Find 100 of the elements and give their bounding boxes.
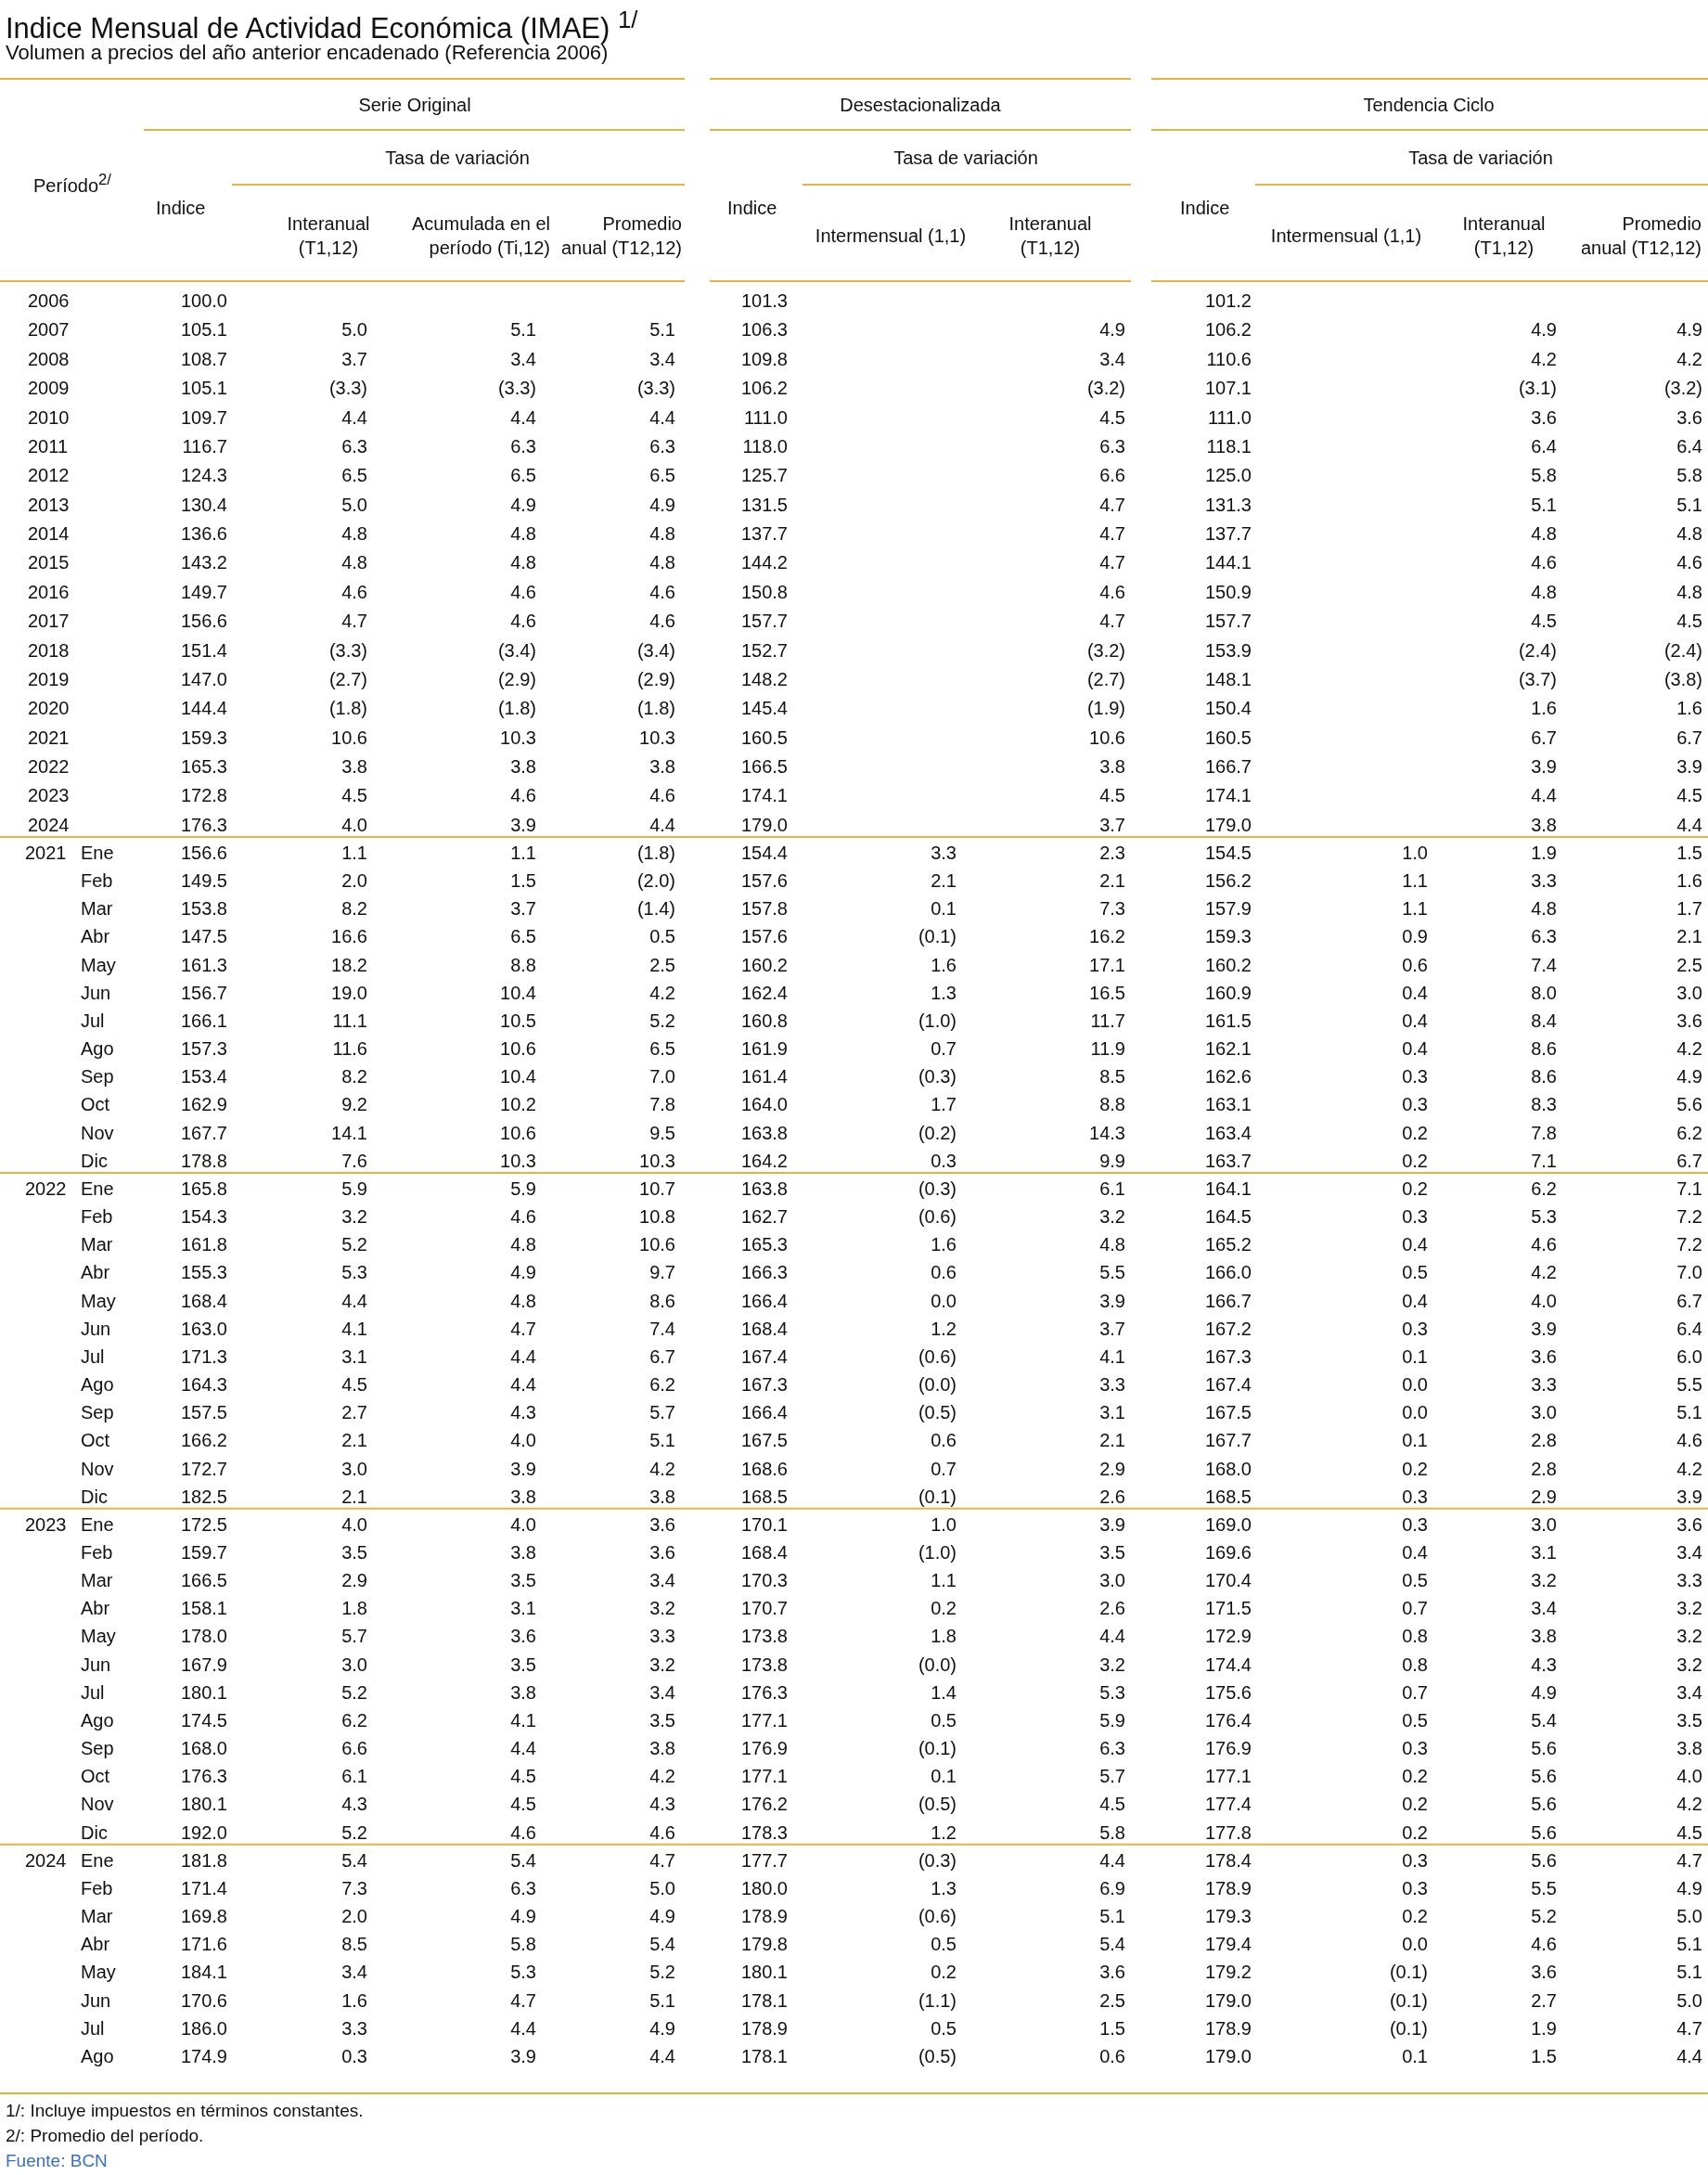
index-value: 161.3 — [180, 953, 227, 976]
rate-value: 5.3 — [1099, 1680, 1125, 1704]
rate-value: 6.3 — [510, 1876, 536, 1899]
rate-value: 8.5 — [1099, 1065, 1125, 1088]
rate-value: 2.9 — [341, 1569, 367, 1592]
month-label: Jun — [81, 1988, 111, 2012]
rate-value: 5.0 — [341, 318, 367, 341]
rate-value: (1.8) — [636, 842, 675, 864]
rate-value: 0.6 — [931, 1261, 957, 1284]
index-value: 174.1 — [740, 784, 788, 807]
rate-value: 4.6 — [341, 580, 367, 603]
index-value: 163.7 — [1204, 1149, 1252, 1172]
index-value: 153.9 — [1204, 638, 1252, 662]
index-value: 165.3 — [740, 1233, 788, 1256]
rate-value: 3.2 — [1676, 1597, 1702, 1620]
rate-value: 3.8 — [649, 755, 675, 779]
index-value: 177.8 — [1204, 1821, 1252, 1844]
rate-value: 5.4 — [341, 1848, 367, 1872]
rate-value: 3.8 — [649, 1485, 675, 1508]
index-value: 156.6 — [180, 842, 227, 864]
rate-value: (0.3) — [918, 1848, 957, 1872]
rate-value: 7.2 — [1676, 1205, 1702, 1229]
rate-value: 0.8 — [1402, 1653, 1428, 1676]
index-value: 164.3 — [180, 1373, 227, 1396]
index-value: 155.3 — [180, 1261, 227, 1284]
rate-value: 5.1 — [1099, 1905, 1125, 1928]
rate-value: 10.6 — [500, 1121, 536, 1144]
rate-value: 4.2 — [1676, 1457, 1702, 1480]
column-header: Tasa de variación — [384, 147, 531, 170]
month-label: Ene — [81, 1848, 114, 1872]
rate-value: 0.7 — [931, 1457, 957, 1480]
index-value: 109.8 — [740, 347, 788, 370]
rate-value: 4.6 — [1531, 1233, 1557, 1256]
rate-value: 3.9 — [510, 813, 536, 836]
month-label: Feb — [81, 1205, 113, 1229]
index-value: 175.6 — [1204, 1680, 1252, 1704]
index-value: 166.4 — [740, 1401, 788, 1424]
rate-value: 2.0 — [341, 869, 367, 893]
column-header: Promedio anual (T12,12) — [559, 212, 682, 260]
rate-value: 6.3 — [341, 434, 367, 457]
rate-value: 4.6 — [1676, 551, 1702, 574]
index-value: 178.9 — [740, 1905, 788, 1928]
rate-value: 1.6 — [931, 1233, 957, 1256]
rate-value: 4.5 — [341, 1373, 367, 1396]
index-value: 178.1 — [740, 2044, 788, 2067]
rate-value: 4.5 — [1099, 784, 1125, 807]
rate-value: 18.2 — [331, 953, 367, 976]
year-label: 2007 — [28, 318, 70, 341]
index-value: 176.4 — [1204, 1708, 1252, 1731]
rate-value: 5.9 — [510, 1177, 536, 1200]
rate-value: 5.7 — [1099, 1765, 1125, 1788]
year-label: 2023 — [25, 1512, 67, 1536]
rate-value: 10.4 — [500, 1065, 536, 1088]
index-value: 174.1 — [1204, 784, 1252, 807]
rate-value: 3.3 — [1531, 1373, 1557, 1396]
month-label: Jun — [81, 1317, 111, 1340]
index-value: 167.4 — [740, 1345, 788, 1368]
rate-value: 4.6 — [649, 580, 675, 603]
month-label: Jul — [81, 1345, 105, 1368]
rate-value: (1.0) — [918, 1541, 957, 1564]
rate-value: 5.2 — [649, 1009, 675, 1032]
index-value: 162.4 — [740, 981, 788, 1004]
rate-value: 5.8 — [1676, 464, 1702, 487]
index-value: 159.3 — [180, 726, 227, 749]
rate-value: 6.3 — [1099, 434, 1125, 457]
rate-value: 4.0 — [341, 813, 367, 836]
index-value: 150.8 — [740, 580, 788, 603]
rate-value: 4.8 — [1531, 897, 1557, 920]
index-value: 111.0 — [1207, 405, 1252, 429]
rate-value: 5.0 — [1676, 1988, 1702, 2012]
rate-value: 3.7 — [1099, 1317, 1125, 1340]
index-value: 178.9 — [1204, 2016, 1252, 2040]
rate-value: 0.2 — [1402, 1793, 1428, 1816]
group-header: Desestacionalizada — [839, 94, 1002, 117]
rate-value: 3.1 — [1099, 1401, 1125, 1424]
month-label: Jun — [81, 981, 111, 1004]
rate-value: 1.0 — [1402, 842, 1428, 864]
rate-value: 3.3 — [931, 842, 957, 864]
rate-value: 2.3 — [1099, 842, 1125, 864]
rate-value: 4.5 — [1531, 610, 1557, 633]
index-value: 101.2 — [1204, 290, 1252, 312]
rate-value: (1.4) — [636, 897, 675, 920]
month-label: Mar — [81, 897, 113, 920]
index-value: 179.0 — [740, 813, 788, 836]
rate-value: 3.1 — [510, 1597, 536, 1620]
index-value: 148.2 — [740, 667, 788, 690]
index-value: 152.7 — [740, 638, 788, 662]
rate-value: 4.6 — [510, 610, 536, 633]
rate-value: 4.4 — [1676, 813, 1702, 836]
index-value: 168.5 — [1204, 1485, 1252, 1508]
rate-value: 3.6 — [510, 1625, 536, 1648]
rate-value: 6.5 — [649, 464, 675, 487]
rate-value: 0.2 — [1402, 1765, 1428, 1788]
rate-value: 6.9 — [1099, 1876, 1125, 1899]
rate-value: 6.5 — [510, 925, 536, 948]
index-value: 170.4 — [1204, 1569, 1252, 1592]
rate-value: 10.2 — [500, 1093, 536, 1116]
rate-value: 7.0 — [1676, 1261, 1702, 1284]
index-value: 100.0 — [180, 290, 227, 312]
rate-value: 9.5 — [649, 1121, 675, 1144]
